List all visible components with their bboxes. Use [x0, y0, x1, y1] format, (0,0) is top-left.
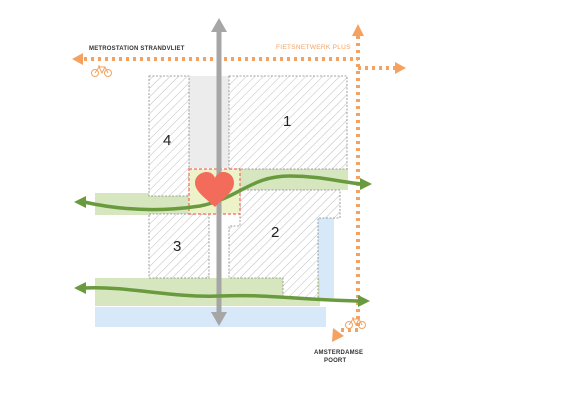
block-1-number: 1	[283, 113, 291, 130]
bicycle-route-arrow-right	[395, 62, 406, 74]
bicycle-icon	[91, 65, 112, 77]
bicycle-network-label: FIETSNETWERK PLUS	[276, 44, 351, 51]
heart-icon	[195, 172, 234, 207]
central-strip	[189, 76, 229, 168]
building-block-3: 3	[148, 213, 210, 279]
bicycle-route-arrow-top	[352, 24, 364, 36]
water-area	[95, 218, 334, 327]
block-3-number: 3	[173, 238, 181, 255]
metro-station-label: METROSTATION STRANDVLIET	[89, 46, 185, 52]
bicycle-route-arrow-bottom	[332, 328, 344, 342]
amsterdamse-poort-label-line1: AMSTERDAMSE	[314, 350, 363, 356]
building-block-2: 2	[228, 189, 341, 299]
green-route-lower	[74, 282, 370, 307]
bicycle-icon	[345, 317, 366, 329]
building-block-4: 4	[148, 75, 190, 197]
north-south-axis	[211, 18, 227, 326]
bicycle-route-arrow-left	[72, 53, 83, 65]
building-block-1: 1	[228, 75, 348, 170]
green-route-upper	[74, 174, 372, 212]
block-4-number: 4	[163, 132, 171, 149]
amsterdamse-poort-label-line2: POORT	[324, 358, 346, 364]
block-2-number: 2	[271, 224, 279, 241]
